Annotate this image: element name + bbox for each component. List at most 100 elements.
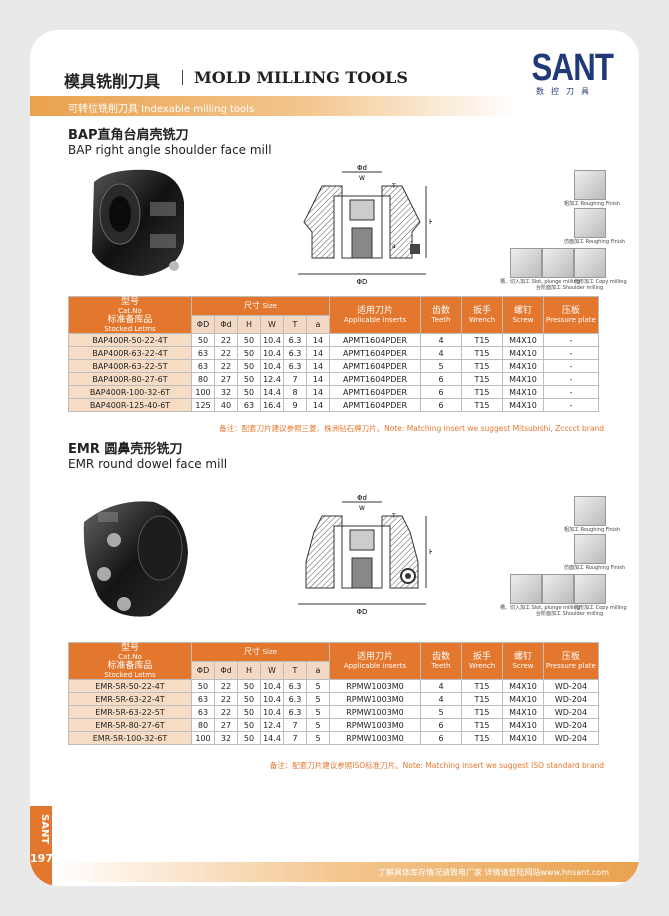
cell-plate: - — [543, 359, 599, 373]
bap-application-thumbs: 粗加工 Roughing Finish 仿面加工 Roughing Finish… — [500, 170, 627, 291]
cell-D: 63 — [191, 705, 215, 719]
cell-d: 27 — [214, 372, 238, 386]
cell-wrench: T15 — [461, 398, 503, 412]
cell-model: EMR-5R-80-27-6T — [68, 718, 192, 732]
cell-D: 63 — [191, 692, 215, 706]
cell-insert: APMT1604PDER — [329, 333, 421, 347]
cell-T: 6.3 — [283, 692, 307, 706]
cell-W: 10.4 — [260, 705, 284, 719]
cell-model: BAP400R-63-22-4T — [68, 346, 192, 360]
cell-wrench: T15 — [461, 372, 503, 386]
cell-insert: APMT1604PDER — [329, 359, 421, 373]
cell-screw: M4X10 — [502, 372, 544, 386]
emr-application-thumbs: 粗加工 Roughing Finish 仿面加工 Roughing Finish… — [500, 496, 627, 617]
bap-spec-table: 型号 Cat.No 标准备库品 Stocked Letms 尺寸 Size 适用… — [68, 296, 599, 412]
cell-H: 50 — [237, 359, 261, 373]
cell-insert: RPMW1003M0 — [329, 718, 421, 732]
cell-W: 10.4 — [260, 359, 284, 373]
cell-insert: RPMW1003M0 — [329, 731, 421, 745]
cell-plate: WD-204 — [543, 705, 599, 719]
cell-model: BAP400R-100-32-6T — [68, 385, 192, 399]
cell-T: 9 — [283, 398, 307, 412]
header-title-en: MOLD MILLING TOOLS — [194, 68, 408, 87]
cell-a: 14 — [306, 372, 330, 386]
emr-dim-t: T — [391, 513, 396, 520]
bap-head-insert-en: Applicable inserts — [343, 316, 407, 324]
cell-d: 32 — [214, 385, 238, 399]
emr-head-wrench-en: Wrench — [468, 662, 496, 670]
cell-screw: M4X10 — [502, 731, 544, 745]
cell-teeth: 5 — [420, 705, 462, 719]
emr-head-plate-cn: 压板 — [561, 652, 580, 662]
page-number: 197 — [30, 852, 53, 865]
emr-head-plate-en: Pressure plate — [546, 662, 596, 670]
cell-H: 50 — [237, 385, 261, 399]
emr-thumb-roughing — [574, 496, 606, 526]
cell-screw: M4X10 — [502, 705, 544, 719]
cell-screw: M4X10 — [502, 333, 544, 347]
logo-wordmark: SANT — [531, 47, 614, 89]
bap-dimension-diagram: Φd W ΦD H T a — [298, 164, 432, 286]
cell-insert: APMT1604PDER — [329, 346, 421, 360]
emr-thumb-label-5: 仿形加工 Copy milling — [574, 605, 627, 611]
footer-band: 了解具体库存情况请致电厂家 详情请登陆网站www.hnsant.com — [52, 862, 639, 882]
subtitle-text: 可转位铣削刀具 Indexable milling tools — [68, 104, 255, 115]
emr-title-cn: EMR 圆鼻壳形铣刀 — [68, 442, 183, 457]
cell-H: 50 — [237, 705, 261, 719]
emr-head-teeth-cn: 齿数 — [431, 652, 450, 662]
cell-D: 125 — [191, 398, 215, 412]
cell-teeth: 4 — [420, 346, 462, 360]
bap-col-a: a — [306, 314, 330, 334]
cell-a: 5 — [306, 718, 330, 732]
emr-thumb-label-3: 槽、切入加工 Slot, plunge milling — [500, 605, 580, 611]
cell-D: 80 — [191, 718, 215, 732]
cell-H: 50 — [237, 718, 261, 732]
emr-head-insert-cn: 适用刀片 — [356, 652, 393, 662]
emr-thumb-label-1: 粗加工 Roughing Finish — [564, 527, 620, 533]
emr-thumb-copy — [574, 574, 606, 604]
cell-teeth: 4 — [420, 679, 462, 693]
cell-insert: APMT1604PDER — [329, 372, 421, 386]
side-tab — [30, 806, 52, 886]
cell-D: 100 — [191, 385, 215, 399]
cell-D: 50 — [191, 333, 215, 347]
bap-thumb-label-1: 粗加工 Roughing Finish — [564, 201, 620, 207]
cell-W: 14.4 — [260, 731, 284, 745]
cell-screw: M4X10 — [502, 385, 544, 399]
emr-head-insert-en: Applicable inserts — [343, 662, 407, 670]
emr-dim-h: H — [429, 548, 432, 556]
cell-W: 12.4 — [260, 718, 284, 732]
bap-thumb-label-2: 仿面加工 Roughing Finish — [564, 239, 625, 245]
cell-H: 50 — [237, 731, 261, 745]
bap-head-stock-cn: 标准备库品 — [107, 315, 153, 325]
bap-thumb-label-5: 仿形加工 Copy milling — [574, 279, 627, 285]
cell-W: 12.4 — [260, 372, 284, 386]
cell-teeth: 6 — [420, 372, 462, 386]
cell-screw: M4X10 — [502, 346, 544, 360]
cell-insert: RPMW1003M0 — [329, 705, 421, 719]
cell-T: 6.3 — [283, 679, 307, 693]
emr-spec-table: 型号 Cat.No 标准备库品 Stocked Letms 尺寸 Size 适用… — [68, 642, 599, 745]
cell-model: BAP400R-50-22-4T — [68, 333, 192, 347]
bap-head-wrench-cn: 扳手 — [472, 306, 491, 316]
bap-head-model: 型号 Cat.No 标准备库品 Stocked Letms — [68, 296, 192, 334]
bap-head-model-en: Cat.No — [118, 307, 142, 315]
cell-a: 14 — [306, 346, 330, 360]
emr-thumb-shoulder — [542, 574, 574, 604]
cell-T: 7 — [283, 372, 307, 386]
emr-title-en: EMR round dowel face mill — [68, 457, 228, 471]
emr-col-a: a — [306, 660, 330, 680]
emr-dim-w: W — [359, 505, 365, 512]
cell-W: 10.4 — [260, 692, 284, 706]
cell-H: 63 — [237, 398, 261, 412]
cell-screw: M4X10 — [502, 398, 544, 412]
cell-insert: RPMW1003M0 — [329, 679, 421, 693]
cell-a: 14 — [306, 359, 330, 373]
